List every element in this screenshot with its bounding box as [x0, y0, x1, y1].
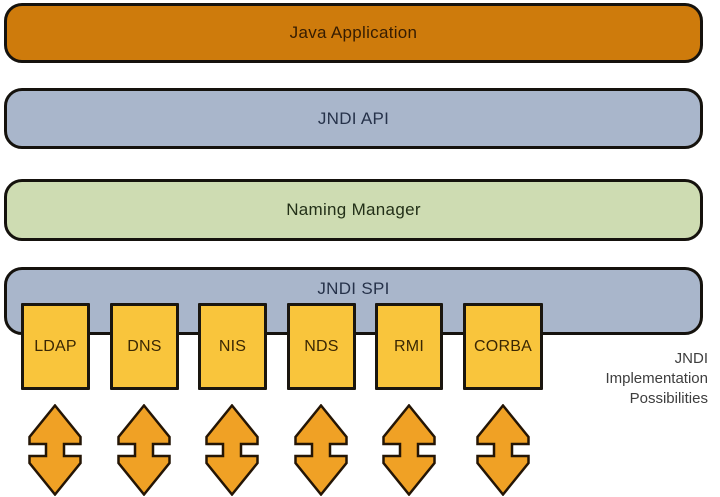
provider-box-dns-label: DNS [127, 337, 162, 355]
layer-jndi-api: JNDI API [4, 88, 703, 149]
provider-box-rmi-label: RMI [394, 337, 424, 355]
double-arrow-icon-nis [205, 403, 259, 497]
provider-box-nis-label: NIS [218, 337, 247, 355]
provider-box-rmi: RMI [375, 303, 443, 390]
provider-box-nis: NIS [198, 303, 267, 390]
caption-line-3: Possibilities [629, 390, 708, 407]
provider-box-corba: CORBA [463, 303, 543, 390]
provider-box-dns: DNS [110, 303, 179, 390]
double-arrow-icon-ldap [28, 403, 82, 497]
provider-box-corba-label: CORBA [474, 337, 532, 355]
double-arrow-icon-nds [294, 403, 348, 497]
layer-jndi-api-label: JNDI API [317, 108, 390, 128]
layer-naming-manager: Naming Manager [4, 179, 703, 241]
layer-naming-manager-label: Naming Manager [286, 200, 421, 219]
provider-box-ldap-label: LDAP [34, 337, 77, 355]
caption-jndi-implementation-possibilities: JNDI Implementation Possibilities [605, 349, 708, 409]
layer-java-application-label: Java Application [289, 23, 418, 42]
provider-box-nds-label: NDS [304, 337, 339, 355]
double-arrow-icon-corba [476, 403, 530, 497]
caption-line-1: JNDI [674, 350, 708, 367]
double-arrow-icon-rmi [382, 403, 436, 497]
layer-java-application: Java Application [4, 3, 703, 63]
caption-line-2: Implementation [605, 370, 708, 387]
provider-box-nds: NDS [287, 303, 356, 390]
provider-box-ldap: LDAP [21, 303, 90, 390]
double-arrow-icon-dns [117, 403, 171, 497]
layer-jndi-spi-label: JNDI SPI [317, 279, 390, 298]
